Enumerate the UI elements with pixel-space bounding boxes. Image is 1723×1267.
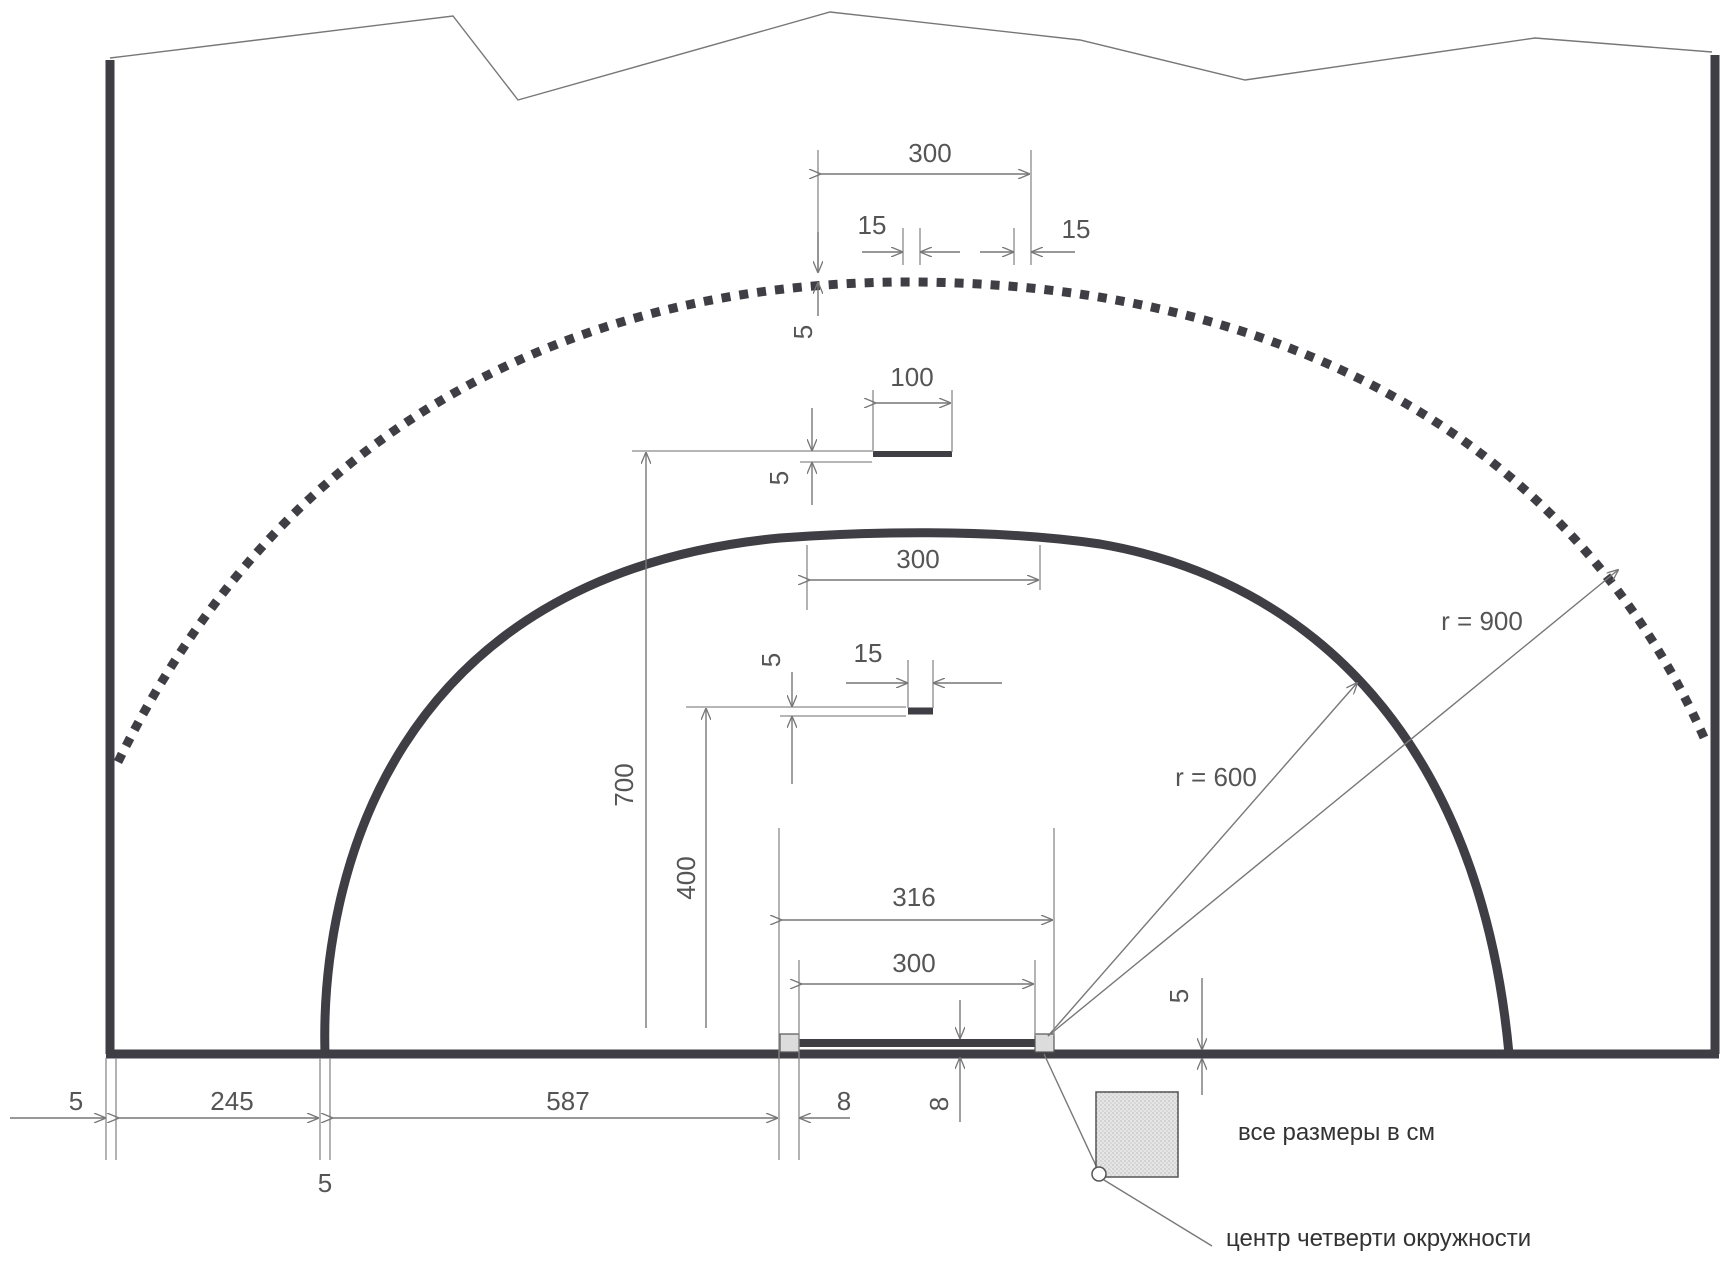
dim-700: 700 [609, 763, 639, 806]
radius-600-line [1047, 683, 1357, 1037]
legend-box [1095, 1091, 1179, 1178]
dim-300-bottom: 300 [892, 948, 935, 978]
center-marker [1091, 1166, 1107, 1182]
dim-5-small: 5 [756, 653, 786, 667]
dim-5-left: 5 [69, 1086, 83, 1116]
dim-5-below: 5 [318, 1168, 332, 1198]
torn-top-edge [109, 11, 1713, 101]
dim-5-right: 5 [1164, 989, 1194, 1003]
dim-r600: r = 600 [1175, 762, 1257, 792]
arc-r600 [320, 528, 1514, 1055]
dim-5-mark: 5 [764, 471, 794, 485]
dim-15-left: 15 [858, 210, 887, 240]
dim-8-horizontal: 8 [837, 1086, 851, 1116]
units-note: все размеры в см [1238, 1119, 1435, 1146]
dim-8-vertical: 8 [924, 1097, 954, 1111]
radius-900-line [1047, 570, 1618, 1037]
center-leader-2 [1103, 1179, 1213, 1247]
center-leader-1 [1043, 1053, 1099, 1171]
backboard-right-post [1034, 1033, 1055, 1053]
dim-15-small: 15 [854, 638, 883, 668]
dim-316: 316 [892, 882, 935, 912]
backboard-left-post [779, 1033, 800, 1053]
dim-r900: r = 900 [1441, 606, 1523, 636]
three-point-arc-r900 [113, 277, 1711, 764]
dim-300-top: 300 [908, 138, 951, 168]
dim-245: 245 [210, 1086, 253, 1116]
dim-15-right: 15 [1062, 214, 1091, 244]
dim-300-mid: 300 [896, 544, 939, 574]
dim-400: 400 [671, 856, 701, 899]
dim-587: 587 [546, 1086, 589, 1116]
dim-5-top: 5 [788, 325, 818, 339]
dim-100: 100 [890, 362, 933, 392]
center-note: центр четверти окружности [1226, 1225, 1531, 1252]
